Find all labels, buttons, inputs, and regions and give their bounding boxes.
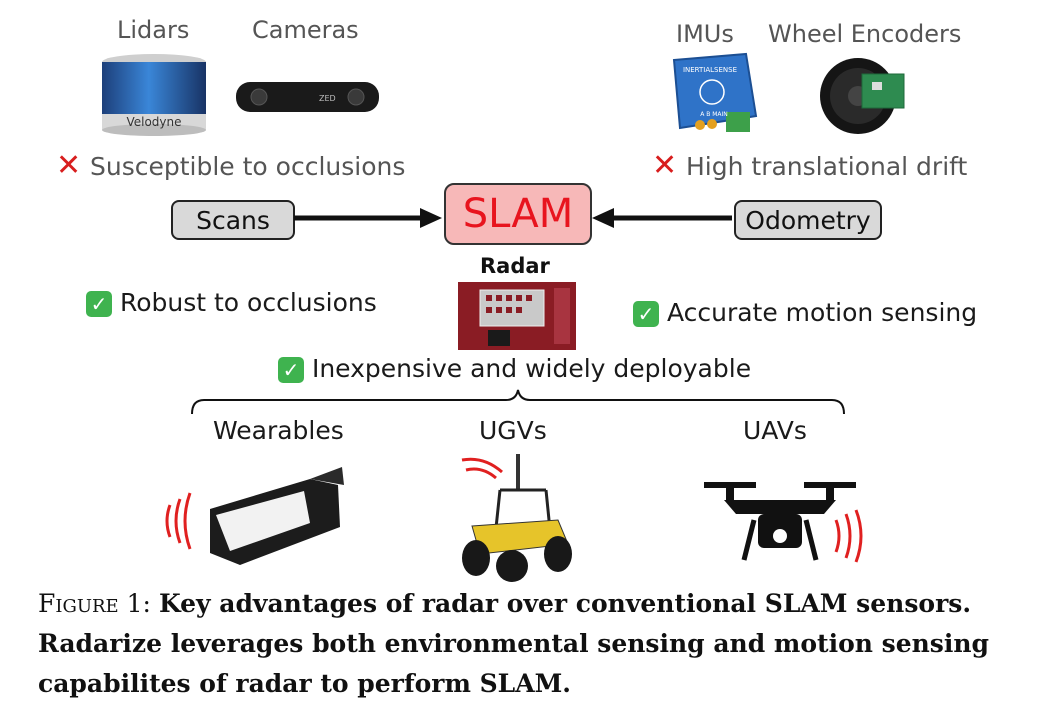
advantage-occlusions: ✓ Robust to occlusions	[86, 288, 377, 317]
advantage-motion-text: Accurate motion sensing	[666, 298, 978, 327]
imus-label: IMUs	[676, 20, 734, 48]
check-icon: ✓	[633, 301, 659, 327]
imu-pins-text: A B MAIN	[700, 111, 728, 118]
cameras-label: Cameras	[252, 16, 359, 44]
platforms-brace	[191, 389, 845, 415]
scans-to-slam-arrow	[294, 208, 442, 228]
radar-board-image	[458, 282, 576, 350]
imu-brand-text: INERTIALSENSE	[683, 66, 737, 74]
stereo-camera-image: ZED	[236, 82, 379, 112]
slam-box: SLAM	[444, 183, 592, 245]
velodyne-text: Velodyne	[126, 115, 181, 129]
check-icon: ✓	[86, 291, 112, 317]
signal-waves-icon	[461, 457, 503, 480]
vr-headset-image	[165, 467, 344, 565]
drawback-scans: ✕ Susceptible to occlusions	[56, 148, 405, 183]
uavs-label: UAVs	[743, 416, 807, 445]
signal-waves-icon	[834, 509, 863, 563]
odometry-box: Odometry	[734, 200, 882, 240]
drawback-scans-text: Susceptible to occlusions	[90, 152, 406, 181]
zed-text: ZED	[319, 94, 336, 103]
caption-text: Key advantages of radar over conventiona…	[38, 589, 990, 698]
advantage-occlusions-text: Robust to occlusions	[119, 288, 377, 317]
check-icon: ✓	[278, 357, 304, 383]
scans-box: Scans	[171, 200, 295, 240]
figure-caption: Figure 1: Key advantages of radar over c…	[38, 584, 1018, 704]
radar-title: Radar	[480, 254, 550, 278]
cross-icon: ✕	[56, 148, 82, 183]
caption-number: Figure 1:	[38, 589, 151, 618]
uav-drone-image	[704, 482, 863, 563]
imu-image: INERTIALSENSE A B MAIN	[672, 52, 758, 132]
signal-waves-icon	[165, 492, 192, 550]
lidar-image: Velodyne	[102, 54, 206, 136]
drawback-odometry: ✕ High translational drift	[652, 148, 967, 183]
odometry-to-slam-arrow	[592, 208, 732, 228]
advantage-motion: ✓ Accurate motion sensing	[633, 298, 977, 327]
ugv-robot-image	[461, 454, 572, 582]
wheel-encoder-image	[820, 58, 905, 134]
advantage-cost: ✓ Inexpensive and widely deployable	[278, 354, 751, 383]
advantage-cost-text: Inexpensive and widely deployable	[311, 354, 752, 383]
drawback-odometry-text: High translational drift	[686, 152, 968, 181]
ugvs-label: UGVs	[479, 416, 547, 445]
wearables-label: Wearables	[213, 416, 344, 445]
wheel-encoders-label: Wheel Encoders	[768, 20, 962, 48]
lidars-label: Lidars	[117, 16, 190, 44]
cross-icon: ✕	[652, 148, 678, 183]
